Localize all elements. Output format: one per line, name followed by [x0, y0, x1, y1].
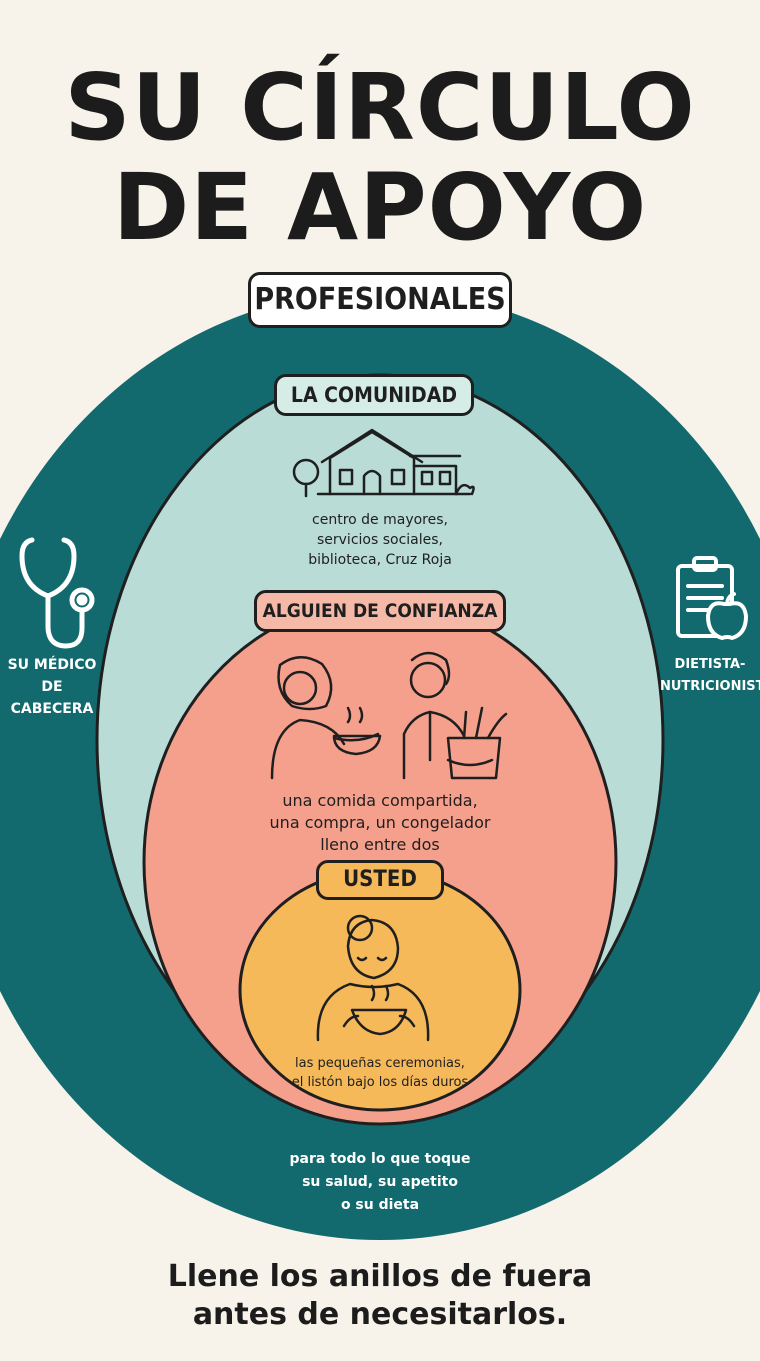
caption-profesionales-line: para todo lo que toque [289, 1151, 471, 1167]
caption-comunidad-line: servicios sociales, [316, 532, 443, 548]
community-building-icon [292, 428, 475, 498]
label-confianza: ALGUIEN DE CONFIANZA [254, 590, 506, 632]
person-with-bowl-icon [316, 914, 430, 1042]
clipboard-apple-icon [676, 556, 748, 640]
caption-usted: las pequeñas ceremonias, el listón bajo … [268, 1054, 492, 1092]
label-dietista-line: NUTRICIONISTA [660, 679, 760, 694]
two-people-sharing-icon [270, 651, 508, 780]
caption-comunidad-line: biblioteca, Cruz Roja [308, 552, 452, 568]
caption-confianza-line: una comida compartida, [282, 791, 478, 810]
caption-confianza-line: una compra, un congelador [269, 813, 491, 832]
label-usted: USTED [316, 860, 444, 900]
caption-comunidad-line: centro de mayores, [312, 512, 448, 528]
footer-message: Llene los anillos de fuera antes de nece… [0, 1258, 760, 1334]
label-medico-line: SU MÉDICO [7, 657, 97, 673]
label-dietista-line: DIETISTA- [674, 657, 746, 672]
label-medico-cabecera: SU MÉDICO DE CABECERA [0, 654, 104, 720]
caption-profesionales-line: su salud, su apetito [302, 1174, 458, 1190]
caption-profesionales-line: o su dieta [340, 1197, 420, 1213]
label-medico-line: DE CABECERA [10, 679, 94, 717]
label-dietista-nutricionista: DIETISTA- NUTRICIONISTA [660, 654, 760, 698]
stethoscope-icon [19, 537, 95, 649]
label-profesionales: PROFESIONALES [248, 272, 512, 328]
caption-confianza-line: lleno entre dos [320, 835, 440, 854]
footer-line-1: Llene los anillos de fuera [167, 1259, 593, 1294]
caption-comunidad: centro de mayores, servicios sociales, b… [260, 510, 500, 570]
title-line-1: SU CÍRCULO [64, 54, 696, 161]
caption-confianza: una comida compartida, una compra, un co… [240, 790, 520, 856]
caption-usted-line: las pequeñas ceremonias, [295, 1056, 465, 1071]
title-line-2: DE APOYO [112, 154, 648, 261]
caption-profesionales: para todo lo que toque su salud, su apet… [250, 1148, 510, 1217]
caption-usted-line: el listón bajo los días duros [291, 1075, 469, 1090]
footer-line-2: antes de necesitarlos. [192, 1297, 568, 1332]
label-comunidad: LA COMUNIDAD [274, 374, 474, 416]
